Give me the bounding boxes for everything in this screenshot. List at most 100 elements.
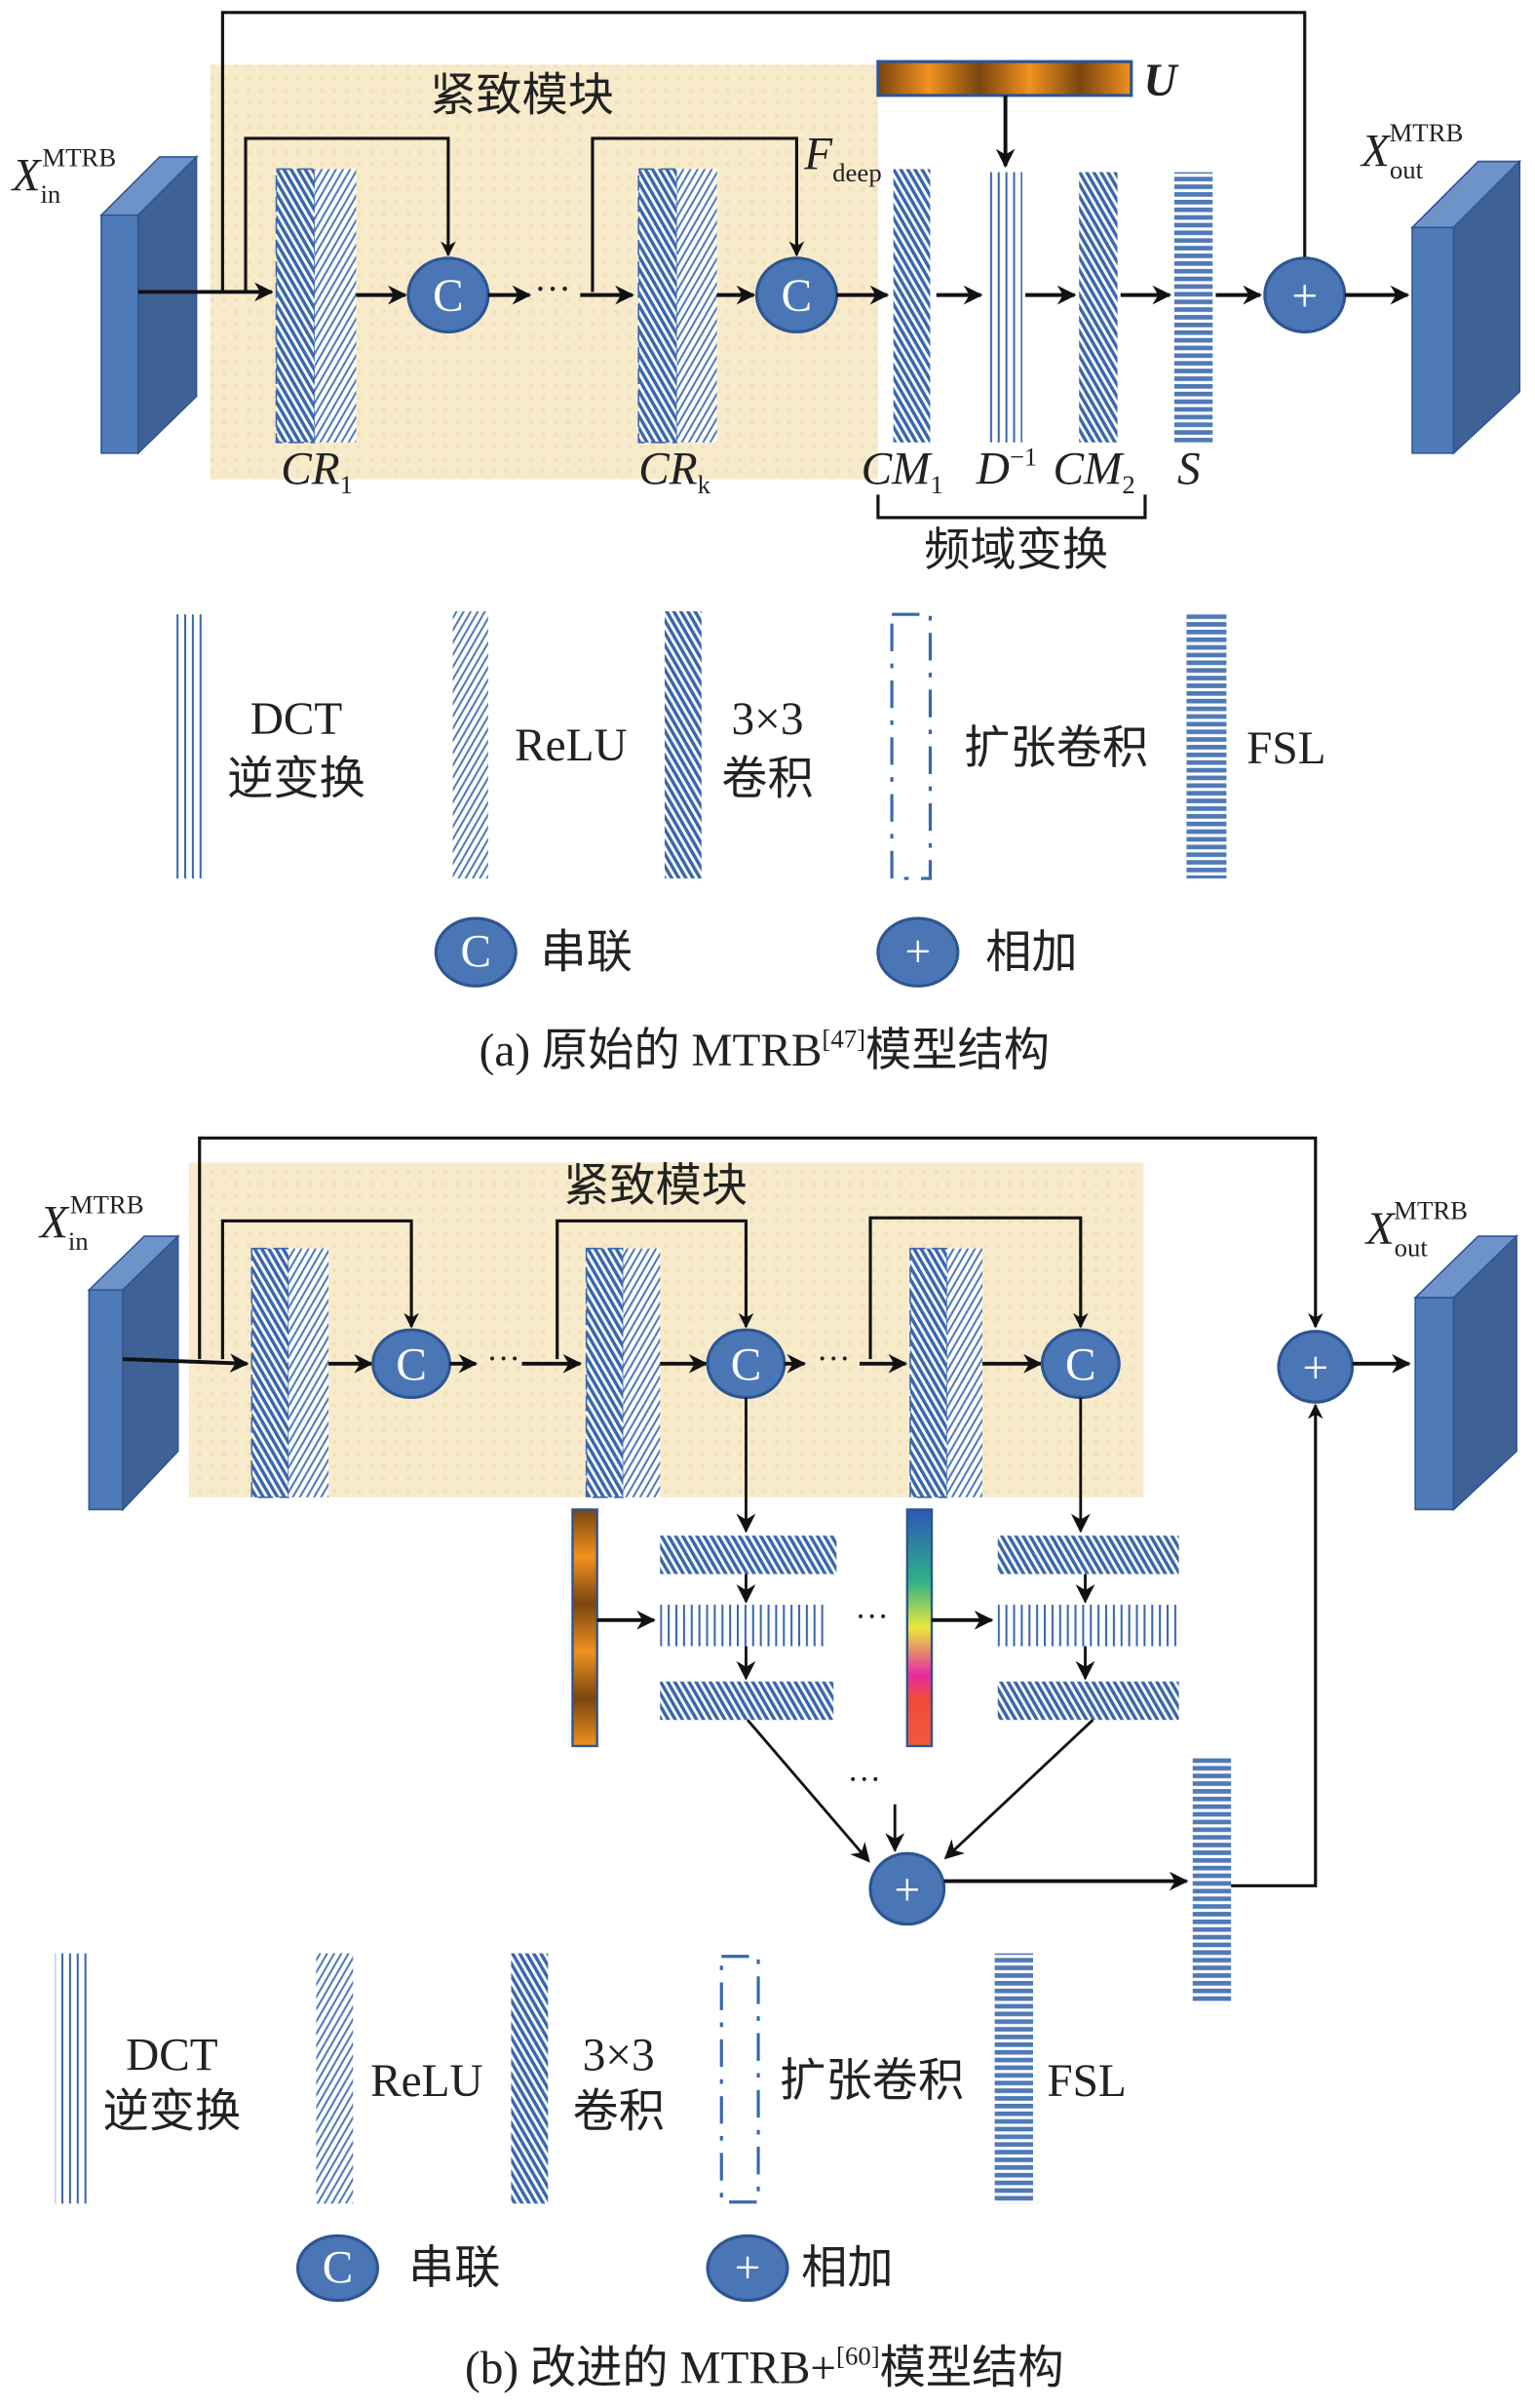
block-3-conv [909, 1247, 948, 1498]
cr1-conv-block [275, 168, 316, 444]
compact-module-label: 紧致模块 [430, 71, 614, 122]
legend-dct-swatch [55, 1953, 90, 2204]
legend-concat-icon [295, 2233, 380, 2303]
ellipsis: ··· [855, 1599, 889, 1636]
arrow [943, 1719, 1094, 1860]
legend-dct-label-2: 逆变换 [103, 2087, 242, 2138]
branch-1-inverse-dct [660, 1605, 829, 1647]
legend-dilated-conv-swatch [890, 612, 933, 880]
legend-relu-swatch [452, 611, 488, 879]
branch-add-node [868, 1851, 946, 1926]
legend-fsl-swatch [994, 1953, 1033, 2204]
branch-1-conv-1 [660, 1535, 837, 1574]
ellipsis: ··· [534, 269, 571, 310]
crk-relu-block [676, 169, 717, 443]
add-symbol: + [894, 1865, 920, 1916]
concat-symbol: C [460, 927, 491, 978]
block-1-conv [250, 1247, 289, 1498]
frequency-transform-label: 频域变换 [924, 525, 1108, 576]
legend-add-icon [706, 2233, 789, 2303]
concat-symbol: C [396, 1340, 427, 1390]
fsl-block [1173, 172, 1213, 443]
block-3-relu [946, 1248, 982, 1497]
legend-b: DCT 逆变换 ReLU 3×3 卷积 扩张卷积 FSL C 串联 + 相加 [55, 1953, 1127, 2303]
compact-module-region [188, 1162, 1144, 1497]
branch-n-conv-2 [997, 1681, 1179, 1721]
concat-node-3 [1040, 1328, 1121, 1400]
add-node [1263, 256, 1347, 333]
legend-dilated-conv-label: 扩张卷积 [780, 2056, 964, 2107]
ellipsis: ··· [486, 1340, 520, 1378]
legend-concat-label: 串联 [540, 927, 633, 978]
legend-dilated-conv-swatch [719, 1955, 760, 2204]
cm1-conv-block [893, 169, 931, 443]
fsl-block [1192, 1758, 1232, 2004]
legend-dct-label-2: 逆变换 [227, 754, 365, 804]
arrow [746, 1719, 870, 1863]
cm1-label: CM1 [862, 444, 943, 498]
branch-n-inverse-dct [997, 1605, 1179, 1647]
legend-relu-label: ReLU [370, 2056, 482, 2107]
block-1-relu [288, 1248, 329, 1497]
legend-conv-label-2: 卷积 [572, 2087, 665, 2138]
arrow [122, 1353, 249, 1373]
legend-relu-label: ReLU [515, 720, 627, 771]
crk-label: CRk [638, 444, 710, 498]
x-in-label: XinMTRB [38, 1189, 144, 1256]
add-symbol: + [1291, 271, 1318, 322]
input-feature-block [87, 1234, 180, 1512]
legend-concat-label: 串联 [408, 2243, 501, 2294]
legend-a: DCT 逆变换 ReLU 3×3 卷积 扩张卷积 FSL C 串联 + 相加 [174, 611, 1326, 988]
dense-skip-1 [244, 136, 456, 292]
concat-symbol: C [433, 271, 464, 322]
concat-symbol: C [782, 271, 813, 322]
color-matrix-bar [905, 1508, 934, 1748]
figure-a: 紧致模块 XinMTRB C ··· C Fdeep U + XoutMTRB … [11, 11, 1522, 1076]
legend-dilated-conv-label: 扩张卷积 [964, 723, 1148, 774]
output-feature-block [1410, 159, 1522, 455]
block-2-relu [623, 1248, 661, 1497]
legend-add-label: 相加 [985, 927, 1078, 978]
cm2-label: CM2 [1053, 444, 1134, 498]
f-deep-label: Fdeep [803, 129, 881, 187]
caption-b: (b) 改进的 MTRB+[60]模型结构 [465, 2342, 1064, 2394]
d-inverse-label: D−1 [976, 442, 1038, 494]
legend-dct-label: DCT [250, 694, 343, 745]
concat-symbol: C [1065, 1340, 1096, 1390]
x-out-label: XoutMTRB [1364, 1196, 1468, 1262]
u-label: U [1143, 56, 1179, 106]
x-in-label: XinMTRB [11, 142, 117, 209]
frequency-bracket [876, 494, 1147, 520]
cr1-label: CR1 [281, 444, 353, 498]
add-symbol: + [905, 927, 932, 978]
dense-skip-k [591, 136, 805, 292]
crk-conv-block [637, 168, 678, 444]
figure-b: 紧致模块 XinMTRB C ··· C ··· C ··· ··· [38, 1136, 1519, 2394]
fsl-to-add-connection [1231, 1403, 1324, 1887]
legend-conv-swatch [664, 611, 702, 879]
cm2-conv-block [1079, 172, 1118, 443]
u-matrix-bar [571, 1508, 598, 1748]
legend-concat-icon [434, 916, 518, 988]
global-skip-connection [220, 11, 1307, 292]
u-matrix-bar [876, 59, 1133, 97]
output-feature-block [1413, 1234, 1519, 1512]
ellipsis: ··· [847, 1762, 881, 1799]
legend-conv-label: 3×3 [583, 2030, 655, 2080]
legend-add-label: 相加 [801, 2243, 894, 2294]
concat-symbol: C [323, 2242, 354, 2293]
legend-fsl-swatch [1186, 614, 1227, 879]
concat-symbol: C [731, 1340, 762, 1390]
branch-1-conv-2 [660, 1681, 834, 1721]
legend-conv-swatch [511, 1953, 549, 2204]
block-2-conv [585, 1247, 625, 1498]
dense-skip-3 [868, 1216, 1089, 1360]
legend-conv-label-2: 卷积 [721, 754, 814, 804]
legend-dct-label: DCT [126, 2030, 218, 2080]
caption-a: (a) 原始的 MTRB[47]模型结构 [480, 1024, 1050, 1076]
legend-relu-swatch [316, 1953, 354, 2204]
legend-fsl-label: FSL [1247, 723, 1325, 774]
add-symbol: + [735, 2242, 761, 2293]
legend-fsl-label: FSL [1047, 2056, 1126, 2107]
